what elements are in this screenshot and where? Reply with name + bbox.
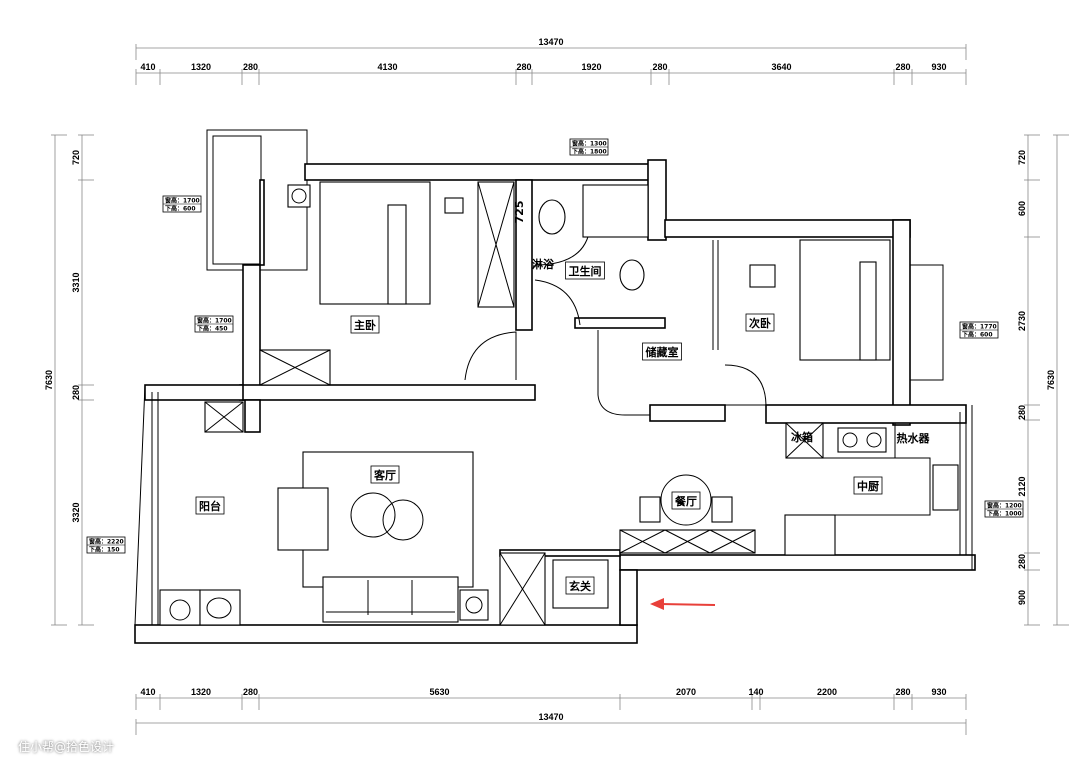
master-bed: [319, 181, 431, 305]
balcony-label-box: [195, 496, 225, 515]
kitchen-sink: [932, 464, 959, 511]
water-heater-label: 热水器: [897, 431, 931, 445]
bottom-segment-label: 1320: [191, 687, 211, 697]
living-room-label-box: [370, 465, 400, 484]
sofa: [322, 576, 459, 623]
washing-machine: [159, 589, 201, 626]
stove: [837, 427, 887, 453]
window-height-label: 窗高：1200: [987, 502, 1022, 510]
shower-tray: [582, 184, 649, 238]
bathroom-label-box: [565, 261, 605, 280]
living-room-label: 客厅: [373, 468, 396, 482]
window-height-label: 窗高：1770: [962, 323, 997, 331]
laundry-sink: [199, 589, 241, 626]
left-segment-label: 3310: [71, 272, 81, 292]
top-segment-label: 280: [895, 62, 910, 72]
bottom-segment-label: 410: [140, 687, 155, 697]
left-segment-label: 280: [71, 385, 81, 400]
master-bedroom-label: 主卧: [354, 318, 376, 332]
right-segment-label: 720: [1017, 150, 1027, 165]
bottom-segment-label: 280: [243, 687, 258, 697]
right-segment-label: 280: [1017, 405, 1027, 420]
right-segment-label: 900: [1017, 590, 1027, 605]
top-total-label: 13470: [538, 37, 563, 47]
right-segment-label: 2120: [1017, 476, 1027, 496]
bottom-total-label: 13470: [538, 712, 563, 722]
top-segment-label: 1920: [581, 62, 601, 72]
side-table: [277, 487, 329, 551]
sill-height-label: 下高：1800: [572, 148, 607, 156]
fridge-label: 冰箱: [791, 430, 813, 444]
bottom-segment-label: 280: [895, 687, 910, 697]
dining-table: [660, 474, 712, 526]
sill-height-label: 下高：600: [165, 205, 196, 213]
entrance-label: 玄关: [569, 579, 591, 593]
bottom-segment-label: 930: [931, 687, 946, 697]
kitchen-cabinet: [784, 514, 836, 556]
sill-height-label: 下高：600: [962, 331, 993, 339]
kitchen-label-box: [853, 476, 883, 495]
coffee-table: [350, 492, 396, 538]
window-height-label: 窗高：1700: [165, 197, 200, 205]
shower-label: 淋浴: [532, 257, 555, 271]
window-tags: 窗高：1700下高：600窗高：1700下高：450窗高：1300下高：1800…: [86, 138, 1024, 554]
top-segment-label: 280: [652, 62, 667, 72]
top-segment-label: 930: [931, 62, 946, 72]
window-height-label: 窗高：1700: [197, 317, 232, 325]
master-bedroom-door[interactable]: [464, 331, 517, 381]
left-segment-label: 720: [71, 150, 81, 165]
second-bedroom-label: 次卧: [749, 316, 771, 330]
sill-height-label: 下高：150: [89, 546, 120, 554]
planter-top-left-inner: [212, 135, 262, 265]
right-segment-label: 600: [1017, 201, 1027, 216]
dining-room-label: 餐厅: [674, 494, 697, 508]
second-bedroom-door[interactable]: [724, 364, 767, 406]
master-bedroom-label-box: [350, 315, 380, 334]
storage-label-box: [642, 342, 682, 361]
right-segment-label: 280: [1017, 554, 1027, 569]
toilet: [538, 199, 566, 235]
top-segment-label: 280: [516, 62, 531, 72]
bottom-segment-label: 2200: [817, 687, 837, 697]
bath-height-mark-label: 725: [513, 201, 526, 224]
walls: [134, 159, 976, 644]
entrance-label-box: [565, 576, 595, 595]
washbasin: [619, 259, 645, 291]
master-bed-pattern: [387, 204, 407, 305]
top-segment-label: 1320: [191, 62, 211, 72]
top-segment-label: 3640: [771, 62, 791, 72]
entrance-arrow-icon: [650, 598, 716, 610]
window-height-label: 窗高：1300: [572, 140, 607, 148]
nightstand: [749, 264, 776, 288]
top-segment-label: 410: [140, 62, 155, 72]
fan-icon: [287, 184, 311, 208]
kitchen-label: 中厨: [857, 479, 879, 493]
watermark: 住小帮@拾色设计: [18, 740, 115, 754]
top-segment-label: 4130: [377, 62, 397, 72]
desk: [444, 197, 464, 214]
left-segment-label: 3320: [71, 502, 81, 522]
right-segment-label: 2730: [1017, 311, 1027, 331]
left-total-label: 7630: [44, 370, 54, 390]
bottom-segment-label: 5630: [429, 687, 449, 697]
bottom-segment-label: 2070: [676, 687, 696, 697]
top-segment-label: 280: [243, 62, 258, 72]
window-height-label: 窗高：2220: [89, 538, 124, 546]
dining-room-label-box: [671, 491, 701, 510]
storage-label: 储藏室: [646, 345, 679, 359]
right-total-label: 7630: [1046, 370, 1056, 390]
balcony-label: 阳台: [199, 499, 221, 513]
dimension-lines: 13470 410 1320 280 4130 280 1920 280 3640 280 930 4…: [44, 37, 1069, 735]
sill-height-label: 下高：1000: [987, 510, 1022, 518]
second-bedroom-label-box: [745, 313, 775, 332]
bathroom-door[interactable]: [534, 279, 581, 326]
entrance-mat: [552, 559, 609, 609]
sill-height-label: 下高：450: [197, 325, 228, 333]
bottom-segment-label: 140: [748, 687, 763, 697]
bathroom-label: 卫生间: [569, 264, 602, 278]
floor-lamp: [459, 589, 489, 621]
